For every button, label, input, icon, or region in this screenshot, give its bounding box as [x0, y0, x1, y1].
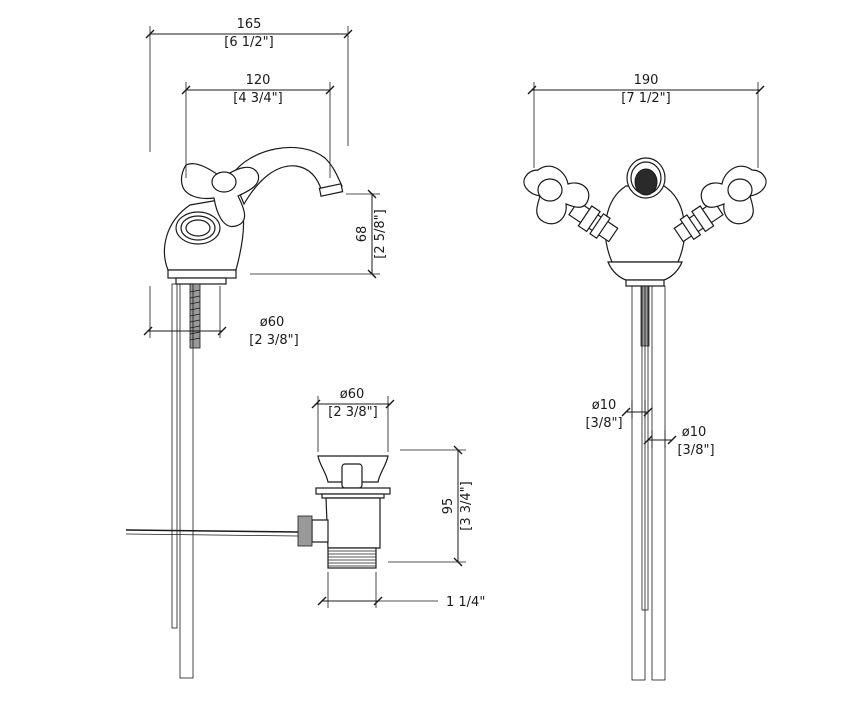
dimension-lines-side: [143, 26, 380, 338]
dim-overall-width-inch: [6 1/2"]: [224, 35, 273, 50]
pop-up-drain: [125, 455, 391, 569]
dim-drain-height: 95: [441, 498, 456, 515]
supply-tube: [179, 283, 194, 679]
dim-front-width-inch: [7 1/2"]: [621, 91, 670, 106]
dim-base-diameter: ø60: [260, 315, 285, 330]
dimension-lines-front: [527, 82, 765, 448]
dim-spout-reach: 120: [246, 73, 271, 88]
dim-drain-height-inch: [3 3/4"]: [459, 481, 474, 530]
dim-drain-diameter: ø60: [340, 387, 365, 402]
front-view-faucet: [523, 157, 767, 681]
dim-drain-diameter-inch: [2 3/8"]: [328, 405, 377, 420]
dim-overall-width: 165: [237, 17, 262, 32]
side-view-faucet: [163, 146, 344, 679]
dim-spout-reach-inch: [4 3/4"]: [233, 91, 282, 106]
dim-spout-height-inch: [2 5/8"]: [373, 209, 388, 258]
dim-front-width: 190: [634, 73, 659, 88]
supply-tube: [171, 283, 178, 629]
dim-supply-tube-a: ø10: [592, 398, 617, 413]
dim-supply-tube-a-inch: [3/8"]: [585, 416, 622, 431]
dim-base-diameter-inch: [2 3/8"]: [249, 333, 298, 348]
supply-tube: [651, 285, 666, 681]
dim-supply-tube-b-inch: [3/8"]: [677, 443, 714, 458]
supply-tube: [631, 285, 646, 681]
dim-drain-thread: 1 1/4": [446, 595, 485, 610]
aerator: [634, 168, 658, 196]
dim-supply-tube-b: ø10: [682, 425, 707, 440]
dim-spout-height: 68: [355, 226, 370, 243]
dimension-lines-drain: [311, 396, 466, 608]
pivot-nut: [297, 515, 313, 547]
